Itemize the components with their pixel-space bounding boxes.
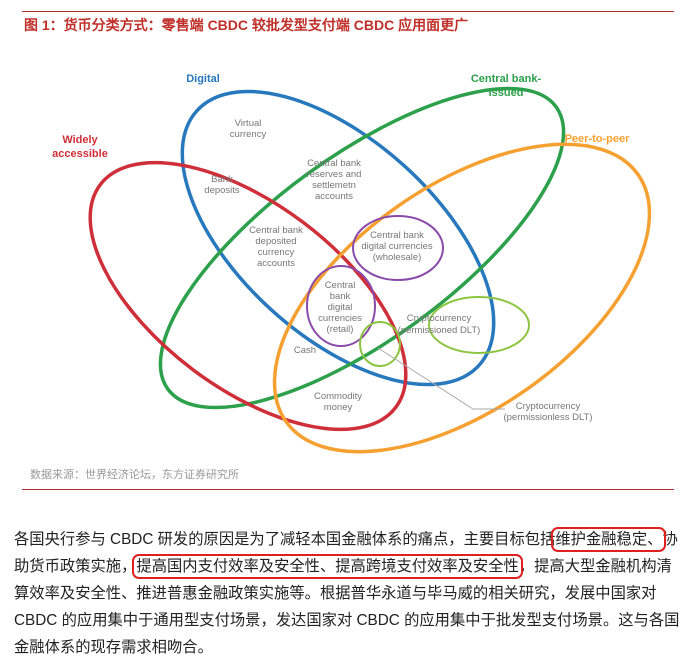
permissionless-dlt-ellipse — [359, 321, 401, 367]
set-peer-to-peer-ellipse — [272, 142, 652, 454]
retail-cbdc-ellipse — [306, 265, 376, 347]
permissioned-dlt-ellipse — [428, 296, 530, 354]
set-label-peer-to-peer: Peer-to-peer — [565, 133, 631, 145]
set-widely-accessible-ellipse — [88, 160, 408, 432]
region-cash: Cash — [294, 345, 316, 356]
figure-source: 数据来源：世界经济论坛，东方证券研究所 — [30, 469, 239, 481]
paragraph-text-1: 各国央行参与 CBDC 研发的原因是为了减轻本国金融体系的痛点，主要目标包括 — [14, 531, 556, 548]
region-permissioned-dlt: Cryptocurrency(permissioned DLT) — [398, 313, 481, 336]
title-rule — [22, 11, 674, 12]
paragraph-text-3: ，提高大型金融机构清算效率及安全性、推进普惠金融政策实施等。根据普华永道与毕马威… — [14, 558, 680, 656]
region-permissionless-dlt: Cryptocurrency(permissionless DLT) — [503, 401, 592, 423]
section-divider — [22, 489, 674, 490]
wholesale-cbdc-ellipse — [352, 215, 444, 281]
set-label-digital: Digital — [186, 73, 220, 85]
leader-line — [377, 347, 505, 410]
set-digital-ellipse — [180, 89, 496, 387]
figure-title: 图 1：货币分类方式：零售端 CBDC 较批发型支付端 CBDC 应用面更广 — [24, 17, 469, 33]
body-paragraph: 各国央行参与 CBDC 研发的原因是为了减轻本国金融体系的痛点，主要目标包括维护… — [14, 526, 684, 659]
set-label-central-bank-issued: Central bank-issued — [471, 73, 542, 99]
highlight-payment-efficiency: 提高国内支付效率及安全性、提高跨境支付效率及安全性 — [132, 554, 523, 579]
paragraph-text-2: 协助货币政策实施， — [14, 531, 678, 575]
highlight-financial-stability: 维护金融稳定、 — [551, 527, 667, 552]
set-central-bank-issued-ellipse — [158, 86, 566, 410]
